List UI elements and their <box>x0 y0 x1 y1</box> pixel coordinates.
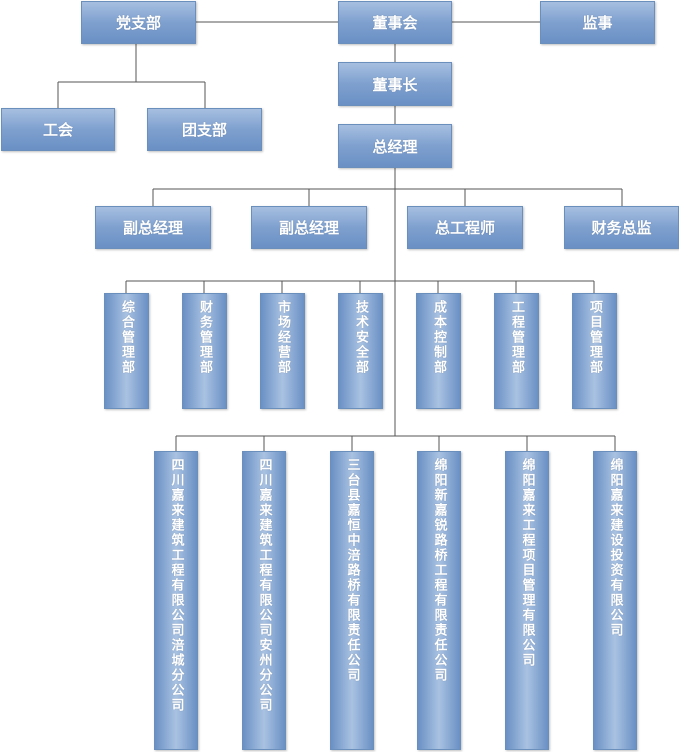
subsidiary-label: 绵阳新嘉锐路桥工程有限责任公司 <box>431 458 447 683</box>
party-branch-label: 党支部 <box>115 14 161 32</box>
department-node: 技术安全部 <box>338 293 383 409</box>
subsidiary-label: 四川嘉来建筑工程有限公司涪城分公司 <box>168 458 184 713</box>
subsidiary-node: 三台县嘉恒中涪路桥有限责任公司 <box>330 451 374 750</box>
supervisor-label: 监事 <box>582 14 613 32</box>
youth-league-node: 团支部 <box>147 108 262 151</box>
department-node: 项目管理部 <box>572 293 617 409</box>
chairman-node: 董事长 <box>338 62 452 106</box>
subsidiary-node: 四川嘉来建筑工程有限公司涪城分公司 <box>154 451 198 750</box>
department-node: 市场经营部 <box>260 293 305 409</box>
department-label: 综合管理部 <box>119 300 134 375</box>
subsidiary-label: 绵阳嘉来工程项目管理有限公司 <box>519 458 535 668</box>
board-label: 董事会 <box>372 14 418 32</box>
executive-node: 财务总监 <box>564 206 679 249</box>
youth-league-label: 团支部 <box>181 121 227 139</box>
department-label: 市场经营部 <box>275 300 290 375</box>
party-branch-node: 党支部 <box>81 1 196 44</box>
subsidiary-label: 三台县嘉恒中涪路桥有限责任公司 <box>344 458 360 683</box>
department-label: 技术安全部 <box>353 300 368 375</box>
department-label: 工程管理部 <box>509 300 524 375</box>
subsidiary-node: 绵阳新嘉锐路桥工程有限责任公司 <box>417 451 461 750</box>
executive-label: 副总经理 <box>278 219 339 237</box>
subsidiary-node: 四川嘉来建筑工程有限公司安州分公司 <box>242 451 286 750</box>
department-label: 项目管理部 <box>587 300 602 375</box>
union-node: 工会 <box>1 108 115 151</box>
department-label: 财务管理部 <box>197 300 212 375</box>
general-manager-label: 总经理 <box>372 137 418 156</box>
chairman-label: 董事长 <box>372 75 418 94</box>
executive-node: 总工程师 <box>407 206 523 249</box>
subsidiary-node: 绵阳嘉来建设投资有限公司 <box>593 451 637 750</box>
supervisor-node: 监事 <box>540 1 655 44</box>
department-node: 工程管理部 <box>494 293 539 409</box>
department-node: 成本控制部 <box>416 293 461 409</box>
department-label: 成本控制部 <box>431 300 446 375</box>
executive-node: 副总经理 <box>95 206 211 249</box>
executive-label: 总工程师 <box>434 219 495 237</box>
executive-label: 副总经理 <box>122 219 183 237</box>
board-node: 董事会 <box>338 1 452 44</box>
executive-node: 副总经理 <box>251 206 367 249</box>
executive-label: 财务总监 <box>591 219 652 237</box>
subsidiary-label: 绵阳嘉来建设投资有限公司 <box>607 458 623 638</box>
department-node: 综合管理部 <box>104 293 149 409</box>
union-label: 工会 <box>42 121 73 139</box>
general-manager-node: 总经理 <box>338 124 452 168</box>
subsidiary-label: 四川嘉来建筑工程有限公司安州分公司 <box>256 458 272 713</box>
department-node: 财务管理部 <box>182 293 227 409</box>
subsidiary-node: 绵阳嘉来工程项目管理有限公司 <box>505 451 549 750</box>
